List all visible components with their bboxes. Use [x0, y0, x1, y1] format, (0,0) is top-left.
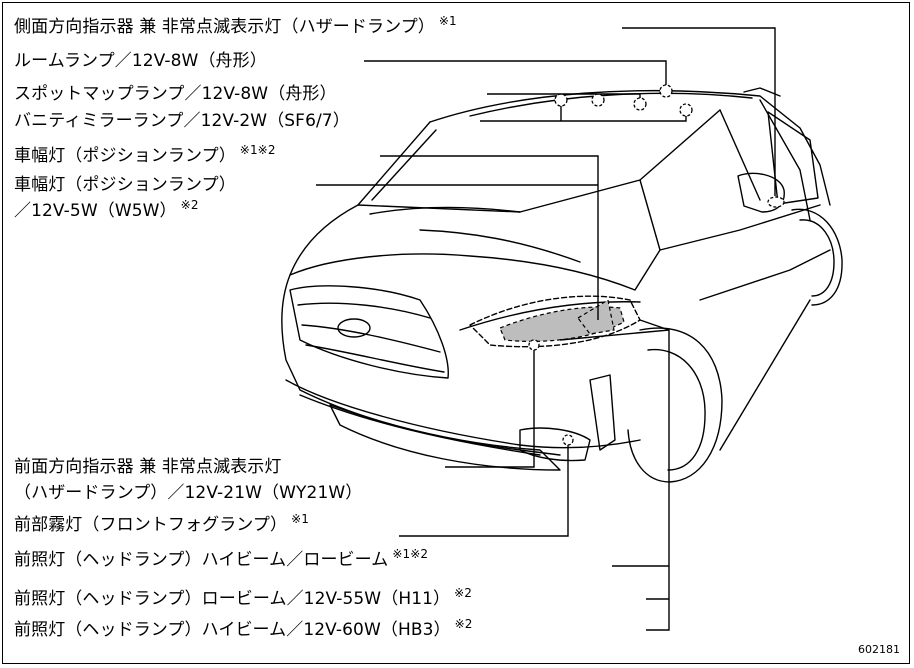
label-spot-map-lamp: スポットマップランプ／12V-8W（舟形） — [14, 84, 337, 104]
label-position-lamp: 車幅灯（ポジションランプ）※1※2 — [14, 143, 276, 166]
label-side-turn-signal: 側面方向指示器 兼 非常点滅表示灯（ハザードランプ）※1 — [14, 14, 457, 37]
leader-lines — [316, 27, 776, 631]
label-room-lamp: ルームランプ／12V-8W（舟形） — [14, 51, 267, 71]
label-position-lamp-bulb: 車幅灯（ポジションランプ） — [14, 175, 236, 195]
label-position-lamp-bulb-spec: ／12V-5W（W5W）※2 — [14, 198, 199, 221]
label-vanity-mirror-lamp: バニティミラーランプ／12V-2W（SF6/7） — [14, 111, 350, 131]
figure-number: 602181 — [858, 643, 900, 656]
label-front-turn-signal: 前面方向指示器 兼 非常点滅表示灯 — [14, 457, 282, 477]
label-headlamp-high: 前照灯（ヘッドランプ）ハイビーム／12V-60W（HB3）※2 — [14, 617, 473, 640]
label-front-fog-lamp: 前部霧灯（フロントフォグランプ）※1 — [14, 512, 309, 535]
car-illustration — [281, 87, 843, 483]
label-headlamp-low: 前照灯（ヘッドランプ）ロービーム／12V-55W（H11）※2 — [14, 586, 473, 609]
label-front-turn-signal-spec: （ハザードランプ）／12V-21W（WY21W） — [14, 483, 363, 503]
label-headlamp-hi-lo: 前照灯（ヘッドランプ）ハイビーム／ロービーム※1※2 — [14, 547, 429, 570]
side-turn-lamp-marker — [767, 196, 785, 208]
interior-lamp-markers — [528, 84, 693, 446]
